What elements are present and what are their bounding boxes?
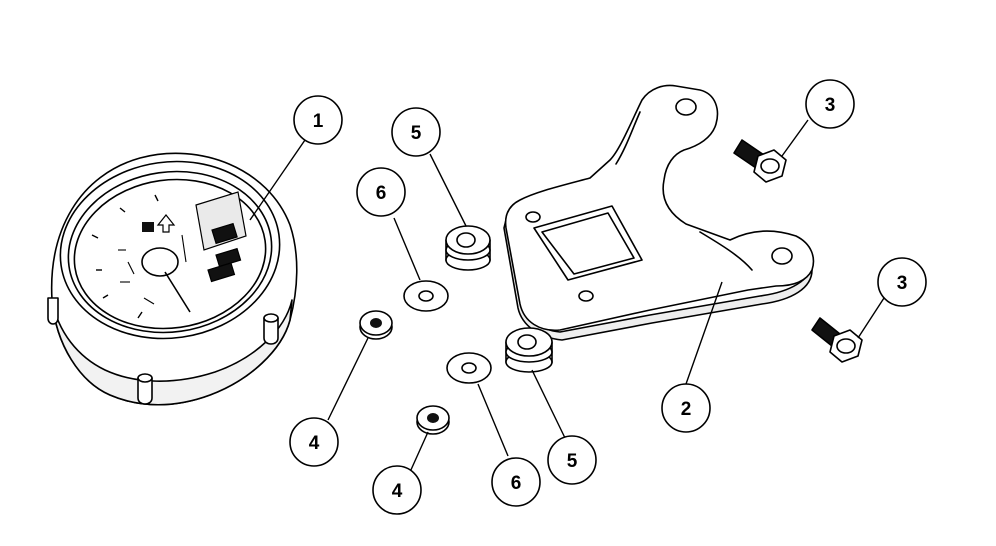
bolt-lower [811,297,885,363]
callout-4-left-label: 4 [309,433,320,454]
callout-3-upper: 3 [805,79,855,129]
callout-6-lower-label: 6 [511,473,522,494]
callout-5-lower-label: 5 [567,451,578,472]
callout-4-left: 4 [289,417,339,467]
callout-4-lower-label: 4 [392,481,403,502]
nut-lower [409,405,450,473]
callout-1-label: 1 [313,111,324,132]
callout-4-lower: 4 [372,465,422,515]
callout-2: 2 [661,383,711,433]
callout-6-lower: 6 [491,457,541,507]
mounting-bracket [503,84,815,385]
nut-left [327,310,393,421]
callout-5-upper-label: 5 [411,123,422,144]
washer-upper [393,217,449,312]
washer-lower [446,352,509,457]
callout-2-label: 2 [681,399,692,420]
callout-6-upper: 6 [356,167,406,217]
callout-1: 1 [293,95,343,145]
callout-5-lower: 5 [547,435,597,485]
speedometer-gauge [47,139,306,406]
bolt-upper [733,119,809,183]
grommet-lower [505,327,567,441]
grommet-upper [429,153,491,271]
callout-3-lower: 3 [877,257,927,307]
callout-3-lower-label: 3 [897,273,908,294]
callout-3-upper-label: 3 [825,95,836,116]
callout-6-upper-label: 6 [376,183,387,204]
callout-5-upper: 5 [391,107,441,157]
